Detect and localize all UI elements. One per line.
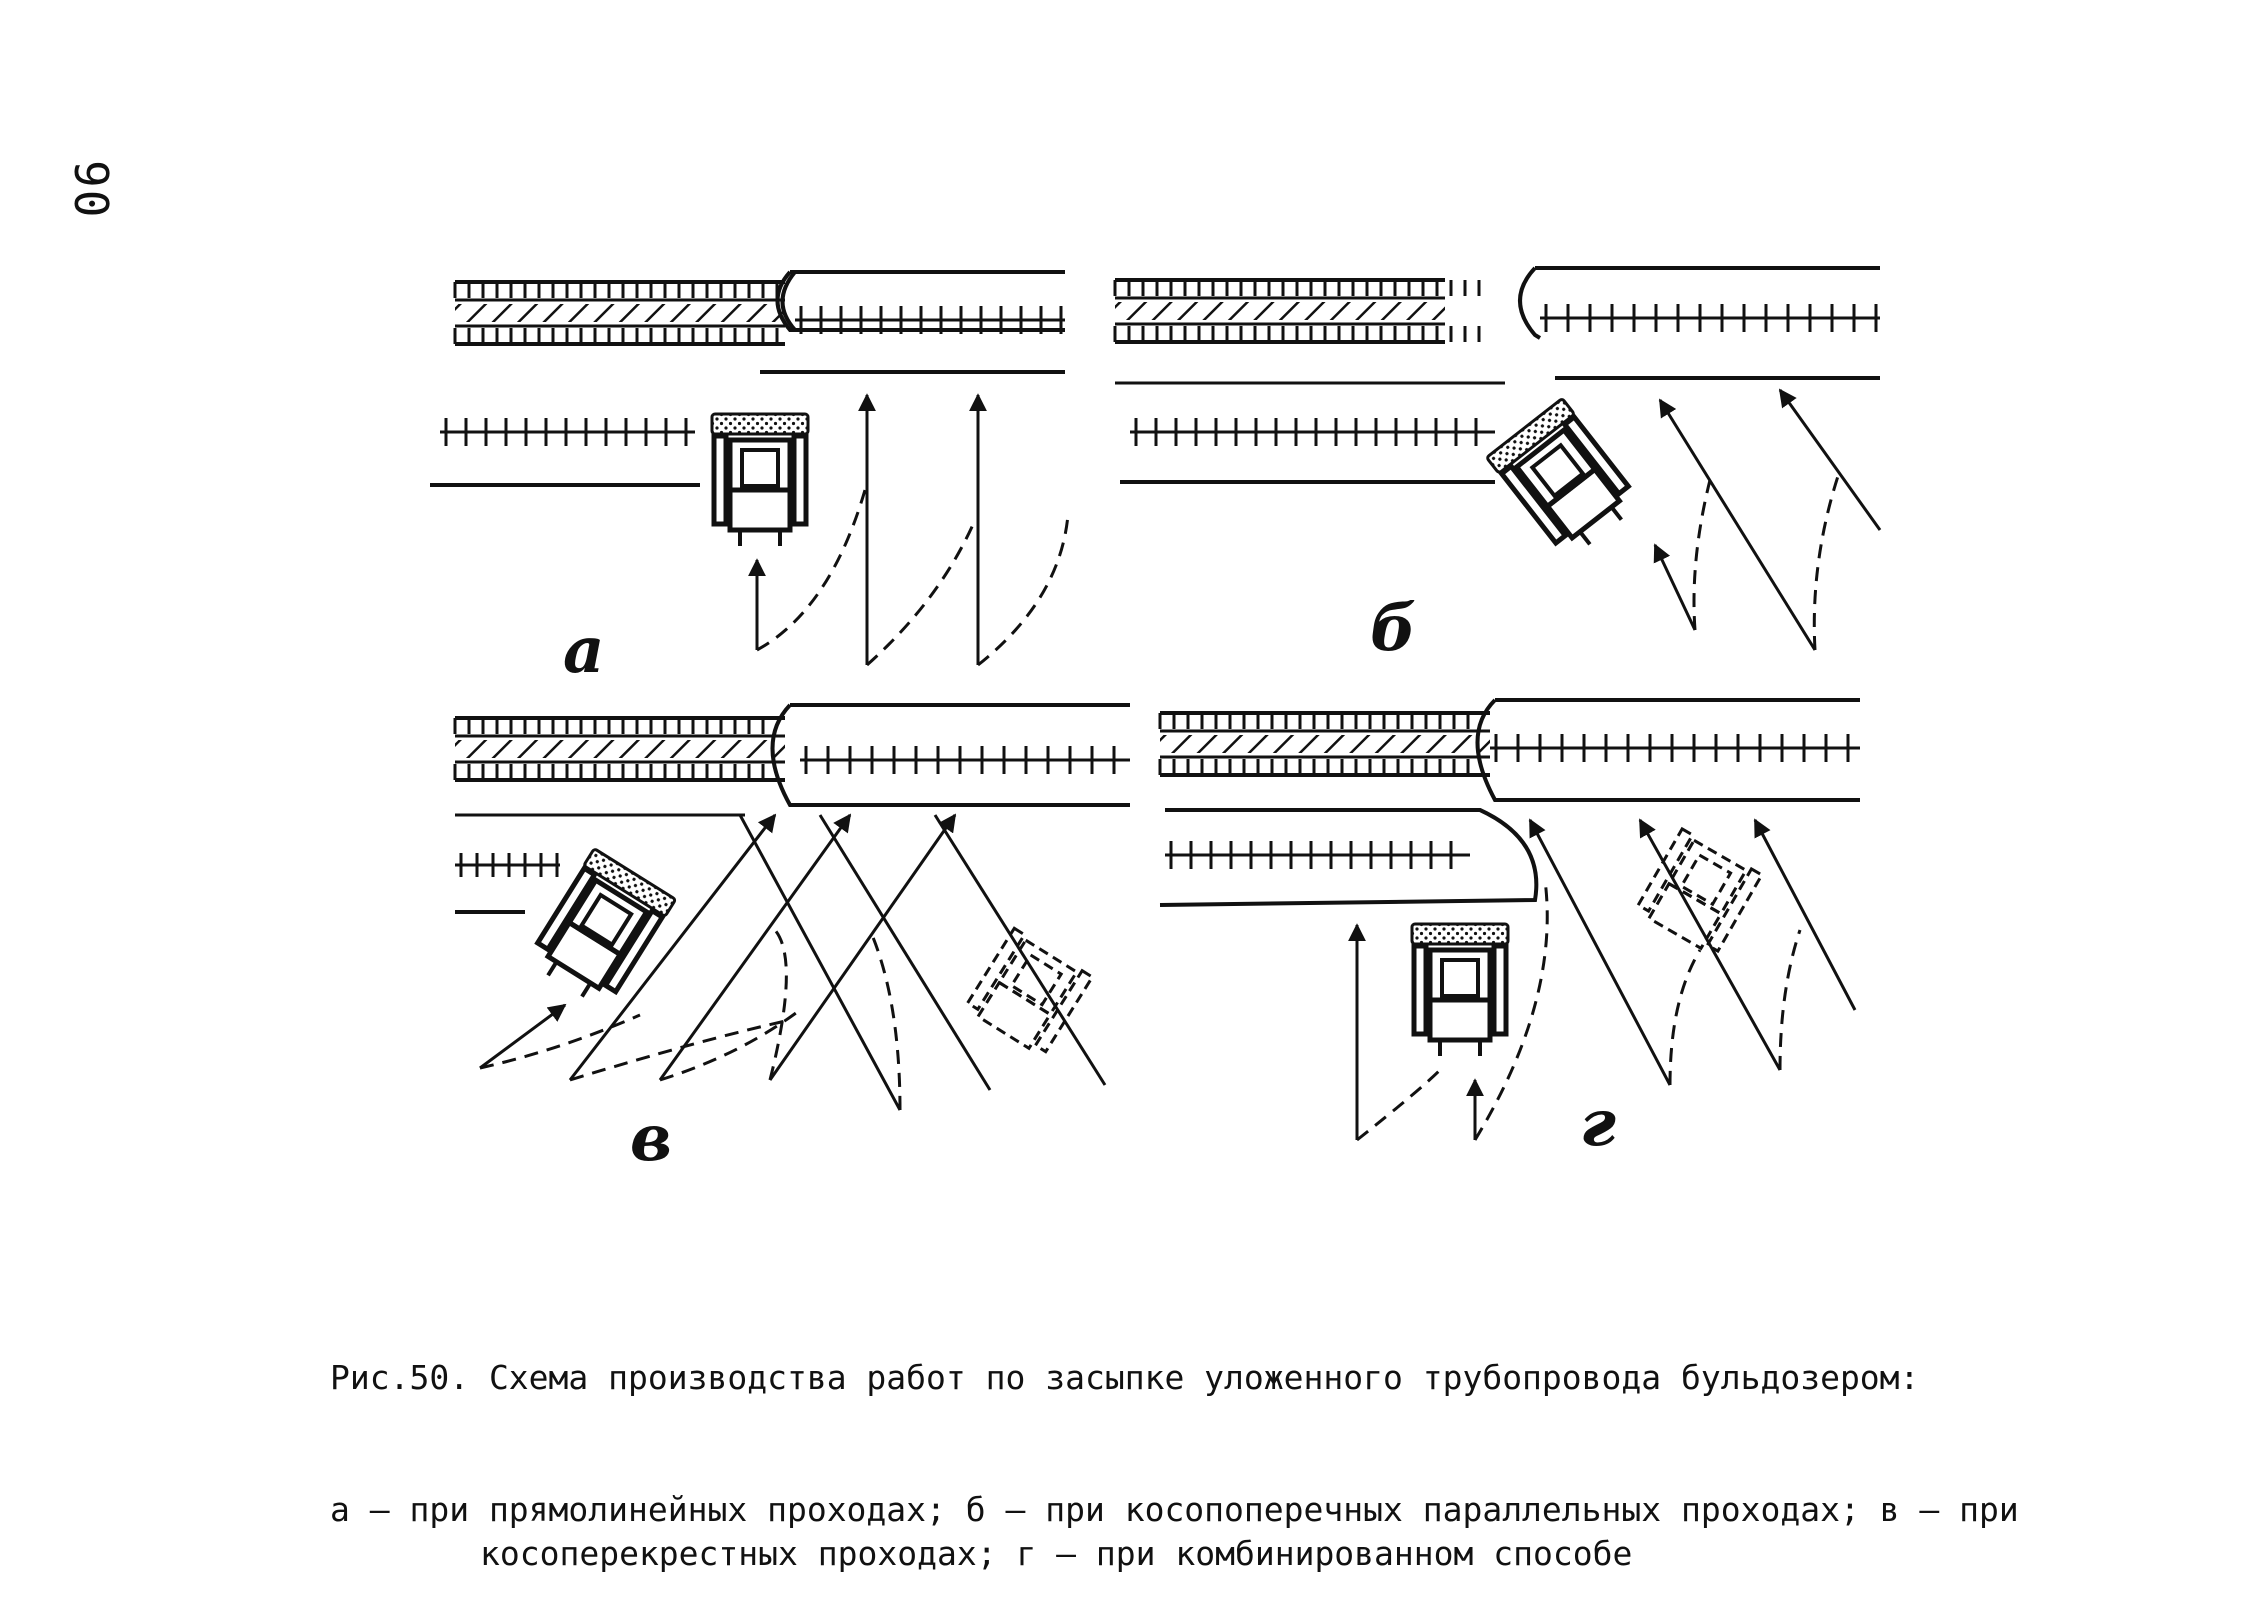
figure-caption: Рис.50. Схема производства работ по засы… [330, 1268, 2130, 1620]
caption-body: а – при прямолинейных проходах; б – при … [330, 1490, 2039, 1573]
panel-b-label: б [1370, 591, 1416, 666]
panel-g-label: г [1580, 1086, 1616, 1161]
panel-v-label: в [630, 1101, 672, 1176]
panel-a: а [430, 270, 1070, 688]
panel-a-label: а [563, 613, 604, 688]
panel-v: в [453, 703, 1130, 1176]
panel-b: б [1113, 266, 1882, 666]
caption-title: Рис.50. Схема производства работ по засы… [330, 1358, 1920, 1397]
panel-g: г [1158, 698, 1860, 1161]
